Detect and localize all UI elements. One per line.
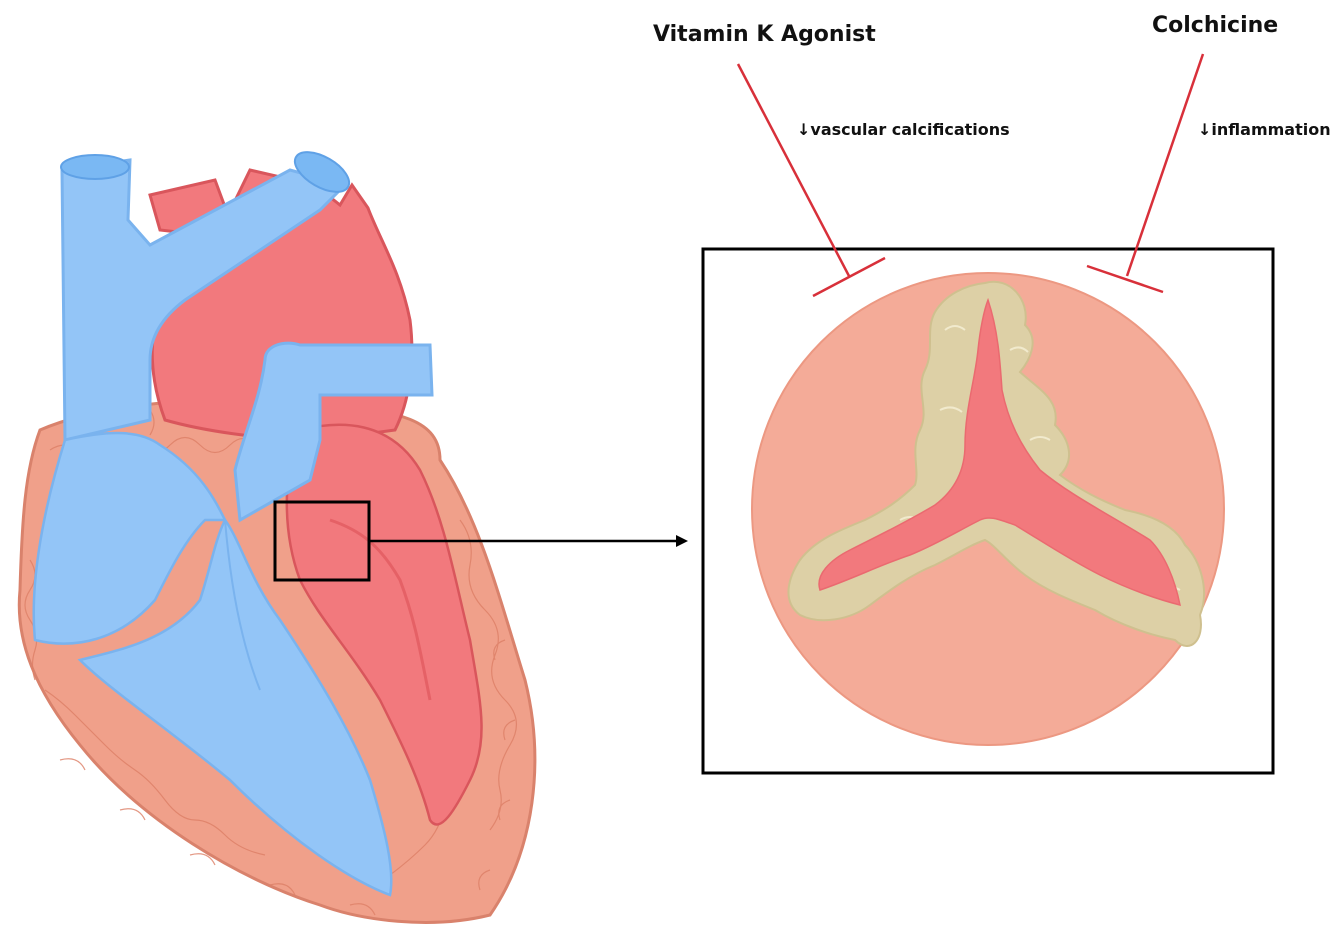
svc-opening — [61, 155, 129, 179]
colchicine-label: Colchicine — [1152, 13, 1278, 38]
valve-panel — [703, 249, 1273, 773]
inflammation-effect-label: ↓inflammation — [1198, 120, 1331, 139]
heart-illustration — [19, 144, 535, 922]
vascular-calcifications-effect-label: ↓vascular calcifications — [797, 120, 1010, 139]
vitamin-k-agonist-label: Vitamin K Agonist — [653, 22, 876, 47]
